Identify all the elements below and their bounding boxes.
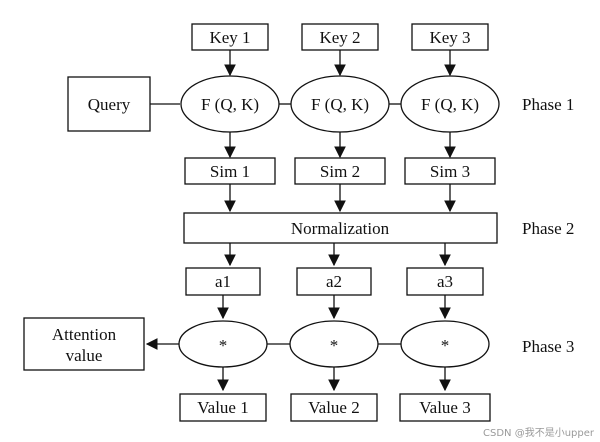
similarity-label-2: Sim 2	[320, 162, 360, 181]
phase-label-3: Phase 3	[522, 337, 574, 356]
normalization-node: Normalization	[183, 212, 498, 244]
similarity-node-1: Sim 1	[184, 157, 276, 185]
value-label-3: Value 3	[419, 398, 470, 417]
similarity-function-label-3: F (Q, K)	[421, 95, 479, 114]
weight-label-3: a3	[437, 272, 453, 291]
attention-value-label-line-2: value	[66, 346, 103, 365]
key-node-2: Key 2	[301, 23, 379, 51]
similarity-node-2: Sim 2	[294, 157, 386, 185]
column-2: Key 2 F (Q, K) Sim 2 a2 * Value 2	[289, 23, 390, 422]
column-3: Key 3 F (Q, K) Sim 3 a3 * Value 3	[399, 23, 500, 422]
query-node: Query	[67, 76, 151, 132]
value-node-2: Value 2	[290, 393, 378, 422]
weight-label-1: a1	[215, 272, 231, 291]
similarity-function-node-1: F (Q, K)	[180, 75, 280, 133]
weight-label-2: a2	[326, 272, 342, 291]
phase-label-1: Phase 1	[522, 95, 574, 114]
key-label-3: Key 3	[429, 28, 470, 47]
key-label-2: Key 2	[319, 28, 360, 47]
key-node-1: Key 1	[191, 23, 269, 51]
similarity-function-node-3: F (Q, K)	[400, 75, 500, 133]
value-label-2: Value 2	[308, 398, 359, 417]
weight-node-1: a1	[185, 267, 261, 296]
multiply-node-1: *	[178, 320, 268, 368]
weight-node-2: a2	[296, 267, 372, 296]
multiply-label-3: *	[441, 336, 450, 355]
normalization-label: Normalization	[291, 219, 390, 238]
key-node-3: Key 3	[411, 23, 489, 51]
multiply-label-1: *	[219, 336, 228, 355]
query-label: Query	[88, 95, 131, 114]
multiply-label-2: *	[330, 336, 339, 355]
key-label-1: Key 1	[209, 28, 250, 47]
similarity-label-1: Sim 1	[210, 162, 250, 181]
multiply-node-2: *	[289, 320, 379, 368]
weight-node-3: a3	[406, 267, 484, 296]
similarity-function-node-2: F (Q, K)	[290, 75, 390, 133]
column-1: Key 1 F (Q, K) Sim 1 a1 * Value 1	[178, 23, 280, 422]
similarity-function-label-1: F (Q, K)	[201, 95, 259, 114]
multiply-node-3: *	[400, 320, 490, 368]
attention-value-node: Attention value	[23, 317, 145, 371]
similarity-function-label-2: F (Q, K)	[311, 95, 369, 114]
similarity-node-3: Sim 3	[404, 157, 496, 185]
value-label-1: Value 1	[197, 398, 248, 417]
attention-value-label-line-1: Attention	[52, 325, 117, 344]
value-node-1: Value 1	[179, 393, 267, 422]
phase-label-2: Phase 2	[522, 219, 574, 238]
watermark-text: CSDN @我不是小upper	[483, 427, 595, 439]
similarity-label-3: Sim 3	[430, 162, 470, 181]
value-node-3: Value 3	[399, 393, 491, 422]
